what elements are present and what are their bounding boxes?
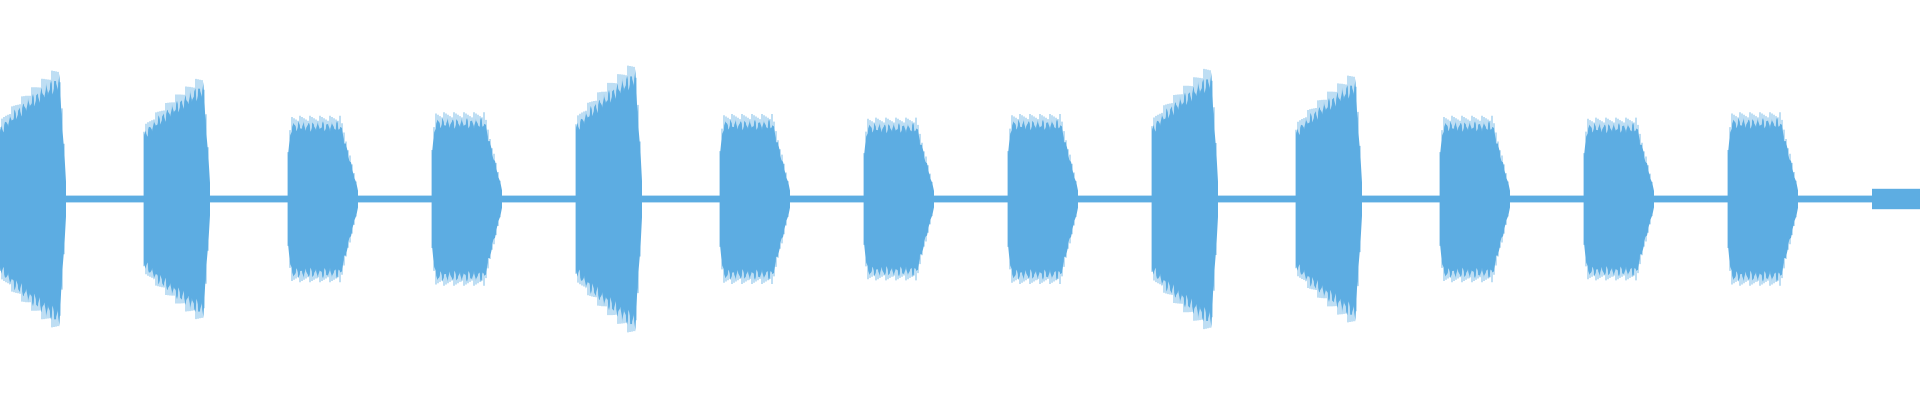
waveform-gap-lobe xyxy=(72,196,138,202)
waveform-burst-body xyxy=(1008,119,1078,281)
waveform-gap-lobe xyxy=(1660,196,1722,202)
waveform-gap-lobe xyxy=(1224,196,1290,202)
waveform-burst xyxy=(1583,117,1654,281)
waveform-burst xyxy=(1295,75,1362,323)
waveform-burst xyxy=(1007,114,1078,284)
waveform-burst xyxy=(863,117,934,281)
waveform-burst-body xyxy=(144,81,210,319)
waveform-burst xyxy=(0,70,66,328)
waveform-burst-body xyxy=(1584,122,1654,277)
waveform-burst xyxy=(1872,188,1920,210)
waveform-burst xyxy=(1151,68,1218,330)
waveform-burst xyxy=(431,112,502,286)
waveform-burst xyxy=(575,65,642,333)
waveform-burst xyxy=(719,114,790,284)
waveform-burst xyxy=(1727,112,1798,286)
waveform-gap-lobe xyxy=(1368,196,1434,202)
waveform-gap-lobe xyxy=(1516,196,1578,202)
waveform-burst-body xyxy=(576,68,642,332)
waveform-gap-lobe xyxy=(1804,196,1866,202)
waveform-burst-body xyxy=(864,122,934,277)
waveform-burst-body xyxy=(288,120,358,279)
waveform-burst xyxy=(287,115,358,283)
waveform-burst xyxy=(143,78,210,320)
waveform-gap-lobe xyxy=(1084,196,1146,202)
waveform-gap-lobe xyxy=(216,196,282,202)
waveform-bursts xyxy=(0,65,1920,333)
waveform-burst-body xyxy=(1296,78,1362,322)
waveform-burst xyxy=(1439,115,1510,283)
waveform-baseline xyxy=(0,195,1920,203)
waveform-gap-lobe xyxy=(648,196,714,202)
waveform-burst-body xyxy=(1728,117,1798,283)
waveform-burst-body xyxy=(0,73,66,327)
waveform-gap-lobe xyxy=(364,196,426,202)
waveform-burst-body xyxy=(1440,120,1510,279)
waveform-burst-body xyxy=(1872,188,1920,210)
waveform-burst-body xyxy=(432,117,502,283)
waveform-burst-body xyxy=(720,119,790,281)
waveform-gap-lobe xyxy=(796,196,858,202)
waveform-gap-lobe xyxy=(940,196,1002,202)
waveform-burst-body xyxy=(1152,72,1218,329)
waveform-gap-lobe xyxy=(508,196,570,202)
